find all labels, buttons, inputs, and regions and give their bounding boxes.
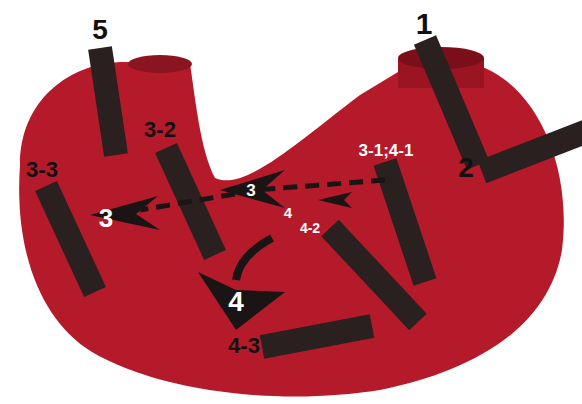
port-bar xyxy=(425,40,478,165)
callout-number: 3 xyxy=(99,205,113,231)
port-bar xyxy=(330,228,418,322)
callout-number: 3-1;4-1 xyxy=(359,142,414,159)
callout-number: 3-2 xyxy=(144,119,176,141)
arrow-head xyxy=(198,272,285,330)
port-bar xyxy=(100,48,116,155)
callout-number: 1 xyxy=(416,9,433,39)
dashed-line xyxy=(140,194,235,210)
callout-number: 4 xyxy=(284,205,292,220)
curved-arrow xyxy=(236,238,272,280)
arrow-head xyxy=(90,196,160,230)
callout-number: 2 xyxy=(458,154,474,182)
callout-number: 3-3 xyxy=(26,159,58,181)
port-bars xyxy=(46,40,582,347)
callout-number: 5 xyxy=(92,16,108,44)
port-bar xyxy=(385,162,425,282)
dashed-line xyxy=(255,180,385,190)
port-bar xyxy=(482,130,582,172)
arrow-head xyxy=(220,170,285,208)
callout-number: 4 xyxy=(228,288,244,316)
callout-number: 4-3 xyxy=(228,335,260,357)
arrow-head xyxy=(318,192,352,208)
pylorus-end xyxy=(128,55,192,73)
port-bar xyxy=(46,186,95,292)
callout-number: 3 xyxy=(246,182,255,199)
callout-number: 4-2 xyxy=(300,221,320,235)
port-bar xyxy=(262,326,372,347)
